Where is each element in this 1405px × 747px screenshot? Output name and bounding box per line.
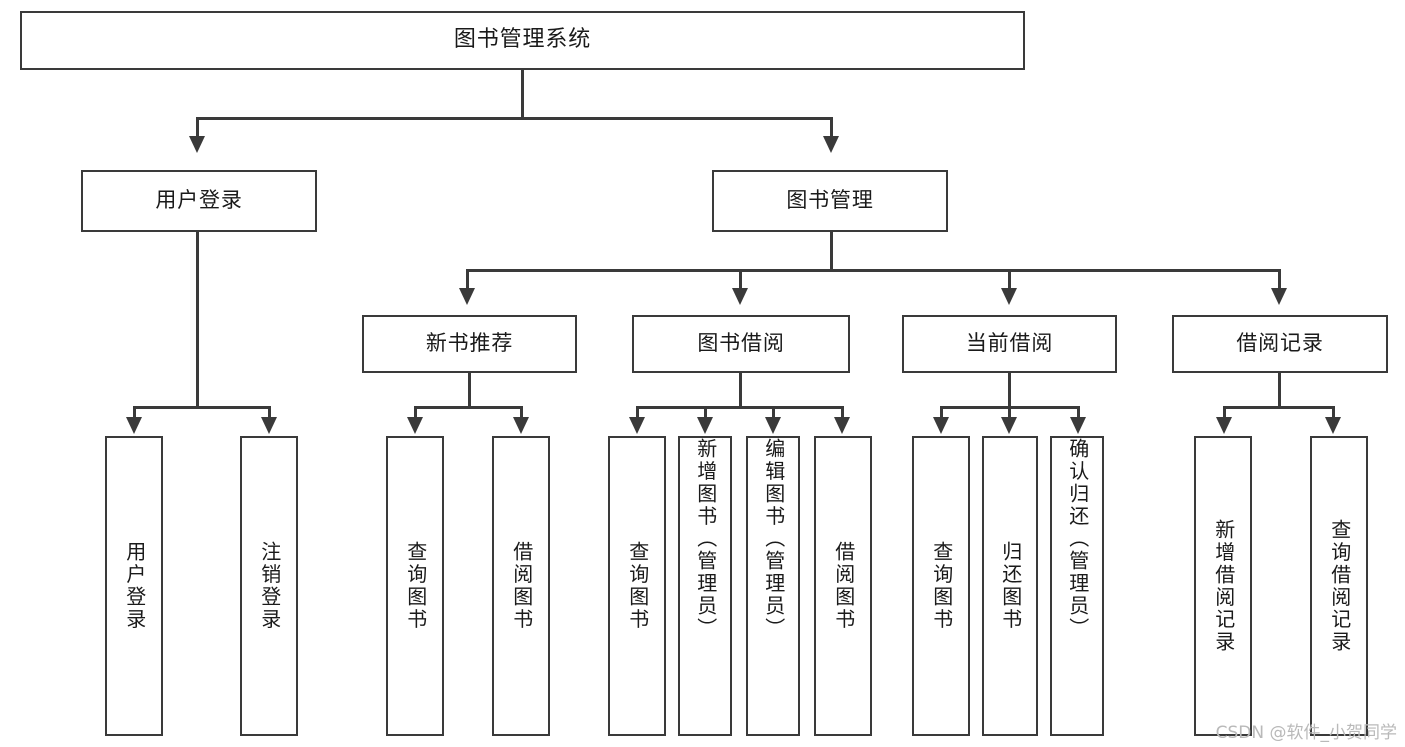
node-label: 图书管理 [786, 188, 874, 213]
node-label: 查询图书 [929, 541, 954, 631]
node-label: 确认归还（管理员） [1065, 438, 1090, 640]
leaf-new-book-borrow[interactable]: 借阅图书 [492, 436, 550, 736]
leaf-current-return-book[interactable]: 归还图书 [982, 436, 1038, 736]
connector-level3-bus [466, 269, 1281, 272]
node-current-borrow[interactable]: 当前借阅 [902, 315, 1117, 373]
arrow-to-leaf-user-login [126, 417, 142, 434]
connector-new-book-drop-1 [414, 406, 417, 420]
node-label: 编辑图书（管理员） [761, 438, 786, 640]
leaf-user-login[interactable]: 用户登录 [105, 436, 163, 736]
node-book-manage[interactable]: 图书管理 [712, 170, 948, 232]
arrow-to-leaf-return-book [1001, 417, 1017, 434]
arrow-to-leaf-confirm-return [1070, 417, 1086, 434]
arrow-to-leaf-edit-book [765, 417, 781, 434]
leaf-record-add[interactable]: 新增借阅记录 [1194, 436, 1252, 736]
connector-user-login-drop-1 [133, 406, 136, 420]
leaf-record-query[interactable]: 查询借阅记录 [1310, 436, 1368, 736]
node-label: 借阅记录 [1236, 331, 1324, 356]
arrow-to-leaf-query-book-2 [629, 417, 645, 434]
connector-book-borrow-stem [739, 373, 742, 408]
node-borrow-record[interactable]: 借阅记录 [1172, 315, 1388, 373]
leaf-borrow-borrow-book[interactable]: 借阅图书 [814, 436, 872, 736]
leaf-logout[interactable]: 注销登录 [240, 436, 298, 736]
arrow-to-leaf-borrow-book-2 [834, 417, 850, 434]
node-label: 借阅图书 [831, 541, 856, 631]
connector-book-borrow-drop-2 [704, 406, 707, 420]
connector-book-borrow-bus [636, 406, 844, 409]
connector-book-borrow-drop-3 [772, 406, 775, 420]
node-label: 图书管理系统 [453, 27, 592, 53]
connector-borrow-record-bus [1223, 406, 1335, 409]
connector-user-login-stem [196, 232, 199, 408]
node-label: 查询借阅记录 [1327, 518, 1352, 654]
connector-level3-drop-4 [1278, 269, 1281, 291]
node-label: 用户登录 [122, 541, 147, 631]
connector-level3-drop-2 [739, 269, 742, 291]
connector-borrow-record-stem [1278, 373, 1281, 408]
node-label: 新增图书（管理员） [693, 438, 718, 640]
arrow-to-leaf-logout [261, 417, 277, 434]
connector-user-login-drop-2 [268, 406, 271, 420]
node-label: 当前借阅 [965, 331, 1054, 356]
connector-level3-drop-3 [1008, 269, 1011, 291]
connector-book-manage-stem [830, 232, 833, 271]
connector-new-book-bus [414, 406, 523, 409]
connector-new-book-drop-2 [520, 406, 523, 420]
csdn-watermark: CSDN @软件_小贺同学 [1215, 723, 1397, 743]
arrow-to-book-manage [823, 136, 839, 153]
leaf-current-query-book[interactable]: 查询图书 [912, 436, 970, 736]
node-label: 归还图书 [998, 541, 1023, 631]
arrow-to-leaf-query-book-1 [407, 417, 423, 434]
arrow-to-user-login [189, 136, 205, 153]
connector-book-borrow-drop-1 [636, 406, 639, 420]
node-label: 用户登录 [155, 188, 243, 213]
connector-current-borrow-drop-3 [1077, 406, 1080, 420]
connector-user-login-bus [133, 406, 271, 409]
leaf-borrow-edit-book[interactable]: 编辑图书（管理员） [746, 436, 800, 736]
connector-current-borrow-stem [1008, 373, 1011, 408]
connector-new-book-stem [468, 373, 471, 408]
connector-level3-drop-1 [466, 269, 469, 291]
connector-book-borrow-drop-4 [841, 406, 844, 420]
arrow-to-leaf-borrow-book-1 [513, 417, 529, 434]
connector-level2-drop-right [830, 117, 833, 139]
leaf-borrow-query-book[interactable]: 查询图书 [608, 436, 666, 736]
connector-current-borrow-drop-1 [940, 406, 943, 420]
node-new-book-recommend[interactable]: 新书推荐 [362, 315, 577, 373]
connector-root-stem [521, 70, 524, 119]
connector-borrow-record-drop-2 [1332, 406, 1335, 420]
node-book-borrow[interactable]: 图书借阅 [632, 315, 850, 373]
node-label: 查询图书 [625, 541, 650, 631]
leaf-new-book-query[interactable]: 查询图书 [386, 436, 444, 736]
arrow-to-new-book [459, 288, 475, 305]
arrow-to-leaf-add-record [1216, 417, 1232, 434]
arrow-to-leaf-query-book-3 [933, 417, 949, 434]
arrow-to-book-borrow [732, 288, 748, 305]
node-user-login[interactable]: 用户登录 [81, 170, 317, 232]
connector-level2-bus [196, 117, 833, 120]
node-label: 借阅图书 [509, 541, 534, 631]
connector-borrow-record-drop-1 [1223, 406, 1226, 420]
node-label: 查询图书 [403, 541, 428, 631]
arrow-to-leaf-query-record [1325, 417, 1341, 434]
node-label: 新书推荐 [425, 331, 514, 356]
connector-level2-drop-left [196, 117, 199, 139]
arrow-to-leaf-add-book [697, 417, 713, 434]
node-root-system[interactable]: 图书管理系统 [20, 11, 1025, 70]
node-label: 图书借阅 [697, 331, 785, 356]
arrow-to-borrow-record [1271, 288, 1287, 305]
leaf-current-confirm-return[interactable]: 确认归还（管理员） [1050, 436, 1104, 736]
connector-current-borrow-drop-2 [1008, 406, 1011, 420]
arrow-to-current-borrow [1001, 288, 1017, 305]
leaf-borrow-add-book[interactable]: 新增图书（管理员） [678, 436, 732, 736]
node-label: 新增借阅记录 [1211, 518, 1236, 654]
node-label: 注销登录 [257, 541, 282, 631]
